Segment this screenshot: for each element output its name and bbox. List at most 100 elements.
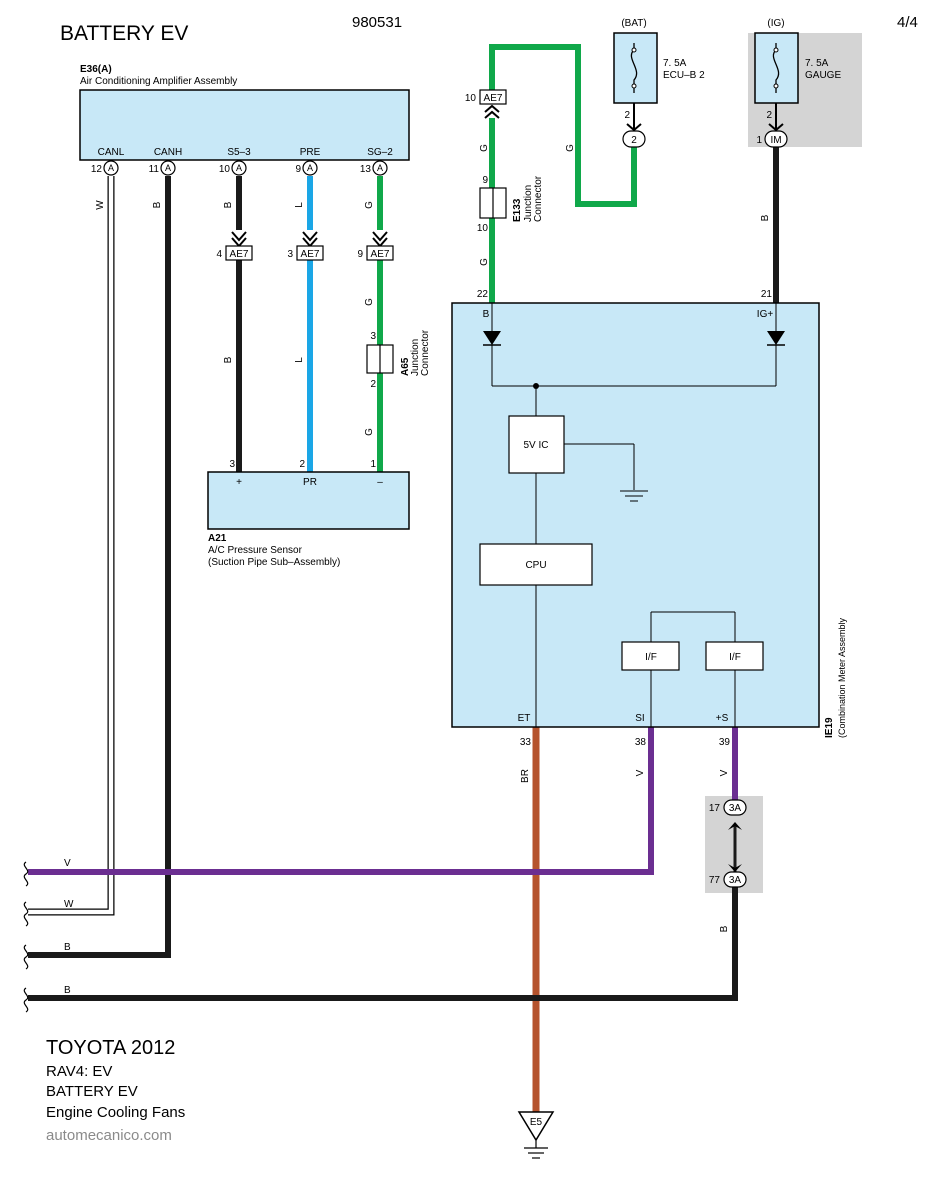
- junction-3a-bottom: 3A 77: [709, 864, 747, 888]
- meter-if1-label: I/F: [645, 652, 657, 663]
- svg-text:ECU–B 2: ECU–B 2: [663, 70, 705, 81]
- meter-term-si: SI: [635, 713, 644, 724]
- svg-text:7. 5A: 7. 5A: [663, 58, 687, 69]
- sensor-pin-minus: 1: [370, 459, 376, 470]
- meter-cpu-label: CPU: [525, 560, 546, 571]
- svg-text:Connector: Connector: [420, 329, 431, 376]
- sensor-term-minus: –: [377, 477, 383, 488]
- svg-text:3A: 3A: [729, 803, 742, 814]
- ae7-connector-sg2: AE7 9: [357, 231, 394, 261]
- wire-label-w: W: [95, 200, 106, 210]
- svg-text:A: A: [377, 163, 383, 173]
- meter-ref: IE19: [824, 717, 835, 738]
- svg-text:IM: IM: [770, 135, 781, 146]
- svg-text:3: 3: [370, 331, 376, 342]
- footer-make: TOYOTA 2012: [46, 1037, 175, 1059]
- meter-if2-label: I/F: [729, 652, 741, 663]
- meter-pin-et: 33: [520, 737, 532, 748]
- meter-junction-dot: [533, 383, 539, 389]
- wire-label-b-lower: B: [223, 356, 234, 363]
- wire-label-g-lower: G: [364, 428, 375, 436]
- svg-text:A: A: [108, 163, 114, 173]
- ground-e5-icon: E5: [517, 1111, 555, 1159]
- svg-text:3A: 3A: [729, 875, 742, 886]
- svg-text:AE7: AE7: [371, 249, 390, 260]
- wire-canl-w: [28, 176, 115, 916]
- amp-pin-sg2: 13 A: [360, 160, 388, 176]
- ig-fuse: (IG) 7. 5A GAUGE 2 IM 1: [754, 18, 841, 148]
- wire-label-l-upper: L: [294, 202, 305, 208]
- svg-text:77: 77: [709, 875, 721, 886]
- meter-pin-b: 22: [477, 289, 489, 300]
- svg-text:E133: E133: [512, 198, 523, 222]
- wire-label-g-bat: G: [565, 144, 576, 152]
- svg-text:AE7: AE7: [484, 93, 503, 104]
- diode-b: [483, 331, 501, 346]
- amp-term-s53: S5–3: [227, 147, 251, 158]
- svg-text:7. 5A: 7. 5A: [805, 58, 829, 69]
- amp-term-canh: CANH: [154, 147, 182, 158]
- svg-text:A: A: [165, 163, 171, 173]
- meter-term-ig: IG+: [757, 309, 774, 320]
- amplifier-name: Air Conditioning Amplifier Assembly: [80, 76, 237, 87]
- sensor-subname: (Suction Pipe Sub–Assembly): [208, 557, 340, 568]
- svg-text:17: 17: [709, 803, 721, 814]
- sensor-pin-plus: 3: [229, 459, 235, 470]
- svg-text:A65: A65: [400, 357, 411, 376]
- meter-if2-box: [705, 641, 764, 671]
- svg-text:1: 1: [756, 135, 762, 146]
- svg-text:10: 10: [465, 93, 477, 104]
- diagram-title: BATTERY EV: [60, 22, 188, 45]
- a65-junction-connector: 3 2 A65 Junction Connector: [366, 329, 431, 390]
- sensor-name: A/C Pressure Sensor: [208, 545, 303, 556]
- svg-text:9: 9: [357, 249, 363, 260]
- meter-pin-ig: 21: [761, 289, 773, 300]
- sensor-term-plus: +: [236, 477, 242, 488]
- svg-text:10: 10: [219, 164, 231, 175]
- svg-text:AE7: AE7: [230, 249, 249, 260]
- wire-label-l-lower: L: [294, 357, 305, 363]
- svg-text:10: 10: [477, 223, 489, 234]
- wire-3a-b: [28, 886, 738, 1001]
- meter-if1-box: [621, 641, 680, 671]
- junction-3a-top: 3A 17: [709, 799, 747, 830]
- wire-label-b-s53: B: [223, 201, 234, 208]
- diagram-code: 980531: [352, 14, 402, 31]
- wire-canh-b: [28, 176, 171, 958]
- meter-5v-ic-box: [508, 415, 565, 474]
- sensor-pin-pr: 2: [299, 459, 305, 470]
- svg-text:12: 12: [91, 164, 103, 175]
- meter-cpu-box: [479, 543, 593, 586]
- wire-label-v-si: V: [635, 769, 646, 776]
- footer-site: automecanico.com: [46, 1127, 172, 1144]
- meter-pin-si: 38: [635, 737, 647, 748]
- wire-label-v-s: V: [719, 769, 730, 776]
- left-wire-label-w: W: [64, 899, 74, 910]
- amp-pin-s53: 10 A: [219, 160, 247, 176]
- meter-ground-icon: [620, 490, 648, 502]
- wire-si-v: [28, 727, 654, 875]
- svg-text:11: 11: [149, 164, 160, 175]
- page-number: 4/4: [897, 14, 918, 31]
- svg-text:9: 9: [295, 164, 301, 175]
- wire-label-g-e133-bottom: G: [479, 258, 490, 266]
- svg-text:Junction: Junction: [523, 185, 534, 222]
- svg-text:9: 9: [482, 175, 488, 186]
- svg-text:3: 3: [287, 249, 293, 260]
- svg-text:AE7: AE7: [301, 249, 320, 260]
- svg-text:2: 2: [631, 135, 637, 146]
- footer-variant: BATTERY EV: [46, 1083, 138, 1100]
- svg-text:13: 13: [360, 164, 372, 175]
- ae7-connector-s53: AE7 4: [216, 231, 253, 261]
- amp-term-canl: CANL: [98, 147, 125, 158]
- wire-label-b-canh: B: [152, 201, 163, 208]
- amp-pin-canl: 12 A: [91, 160, 119, 176]
- svg-text:(BAT): (BAT): [621, 18, 646, 29]
- meter-term-et: ET: [518, 713, 531, 724]
- amplifier-box: [79, 89, 410, 161]
- wire-label-g-upper: G: [364, 201, 375, 209]
- wire-label-g-mid: G: [364, 298, 375, 306]
- meter-name: (Combination Meter Assembly: [837, 617, 847, 738]
- wire-label-br: BR: [520, 769, 531, 783]
